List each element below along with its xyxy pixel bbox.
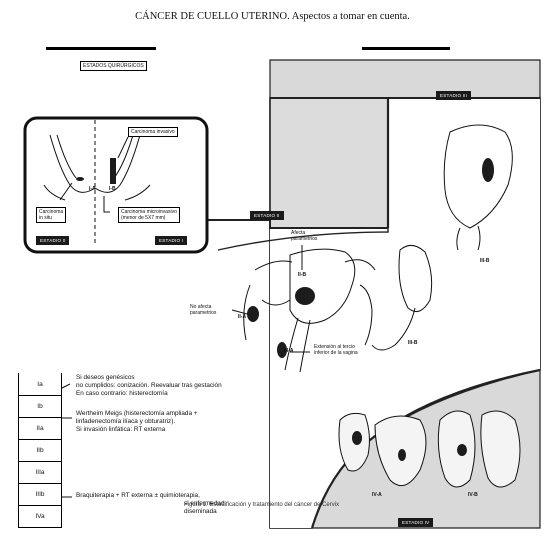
stage-ii-region xyxy=(270,98,540,528)
stage-ii-arc xyxy=(217,228,389,251)
stage-iii-pelvis xyxy=(443,124,513,251)
carcinoma-invasivo-label: Carcinoma invasivo xyxy=(128,127,178,137)
tumor-iva-b xyxy=(398,449,406,461)
stage-ivb-marker: IV-B xyxy=(468,492,478,498)
page-title: CÁNCER DE CUELLO UTERINO. Aspectos a tom… xyxy=(135,11,410,22)
treatment-ia: Si deseos genésicos no cumplidos: coniza… xyxy=(76,374,222,397)
tumor-iib xyxy=(295,287,315,305)
stage-iiia-marker: III-A xyxy=(284,348,294,354)
stage-ii-label: ESTADIO II xyxy=(250,211,284,220)
stage-iia-marker: II-A xyxy=(238,314,247,320)
right-rule xyxy=(362,47,450,50)
no-afecta-parametrios-label: No afecta parametrios xyxy=(190,304,217,316)
stage-row-ia: Ia xyxy=(18,373,62,396)
stage-iii-kidney xyxy=(359,245,433,351)
stage-row-iiib: IIIb xyxy=(18,484,62,506)
surgical-stages-label: ESTADOS QUIRÚRGICOS xyxy=(80,61,147,71)
stage-row-iib: IIb xyxy=(18,440,62,462)
stage-row-ib: Ib xyxy=(18,396,62,418)
stage-iva-marker: IV-A xyxy=(372,492,382,498)
stage-ib-marker: I-B xyxy=(109,186,116,192)
stage-ii-uterus xyxy=(243,248,376,373)
stage-i-label: ESTADIO I xyxy=(155,236,188,245)
figure-caption: Figura 1. Estadificación y tratamiento d… xyxy=(184,502,340,508)
stage-iiib-mid-marker: III-B xyxy=(408,340,418,346)
stage-iv-label: ESTADIO IV xyxy=(398,518,434,527)
stage-row-iva: IVa xyxy=(18,506,62,528)
stage-row-iiia: IIIa xyxy=(18,462,62,484)
stage-row-iia: IIa xyxy=(18,418,62,440)
tumor-ivb xyxy=(457,444,467,456)
tumor-iiia xyxy=(277,342,287,358)
tumor-ib-bar xyxy=(110,158,116,184)
stage-iiib-top-marker: III-B xyxy=(480,258,490,264)
stage-0-i-frame xyxy=(23,116,209,254)
extension-vagina-label: Extensión al tercio inferior de la vagin… xyxy=(314,344,358,356)
stage-iib-marker: II-B xyxy=(298,272,307,278)
treatment-ib-iia: Wertheim Meigs (histerectomía ampliada +… xyxy=(76,410,198,433)
tumor-iia xyxy=(247,306,259,322)
afecta-parametrios-label: Afecta parametrios xyxy=(291,230,318,242)
tumor-in-situ xyxy=(76,177,84,181)
carcinoma-in-situ-label: Carcinoma in situ xyxy=(36,207,67,223)
stage-0-label: ESTADIO 0 xyxy=(36,236,70,245)
left-rule xyxy=(46,47,156,50)
stage-iii-label: ESTADIO III xyxy=(436,91,472,100)
tumor-iva-a xyxy=(352,431,362,445)
microinvasivo-label: Carcinoma microinvasivo (menor de 5X7 mm… xyxy=(118,207,180,223)
stage-ia-marker: I-A xyxy=(89,186,96,192)
tumor-iiib-top xyxy=(482,158,494,182)
treatment-advanced: Braquiterapia + RT externa ± quimioterap… xyxy=(76,492,225,515)
